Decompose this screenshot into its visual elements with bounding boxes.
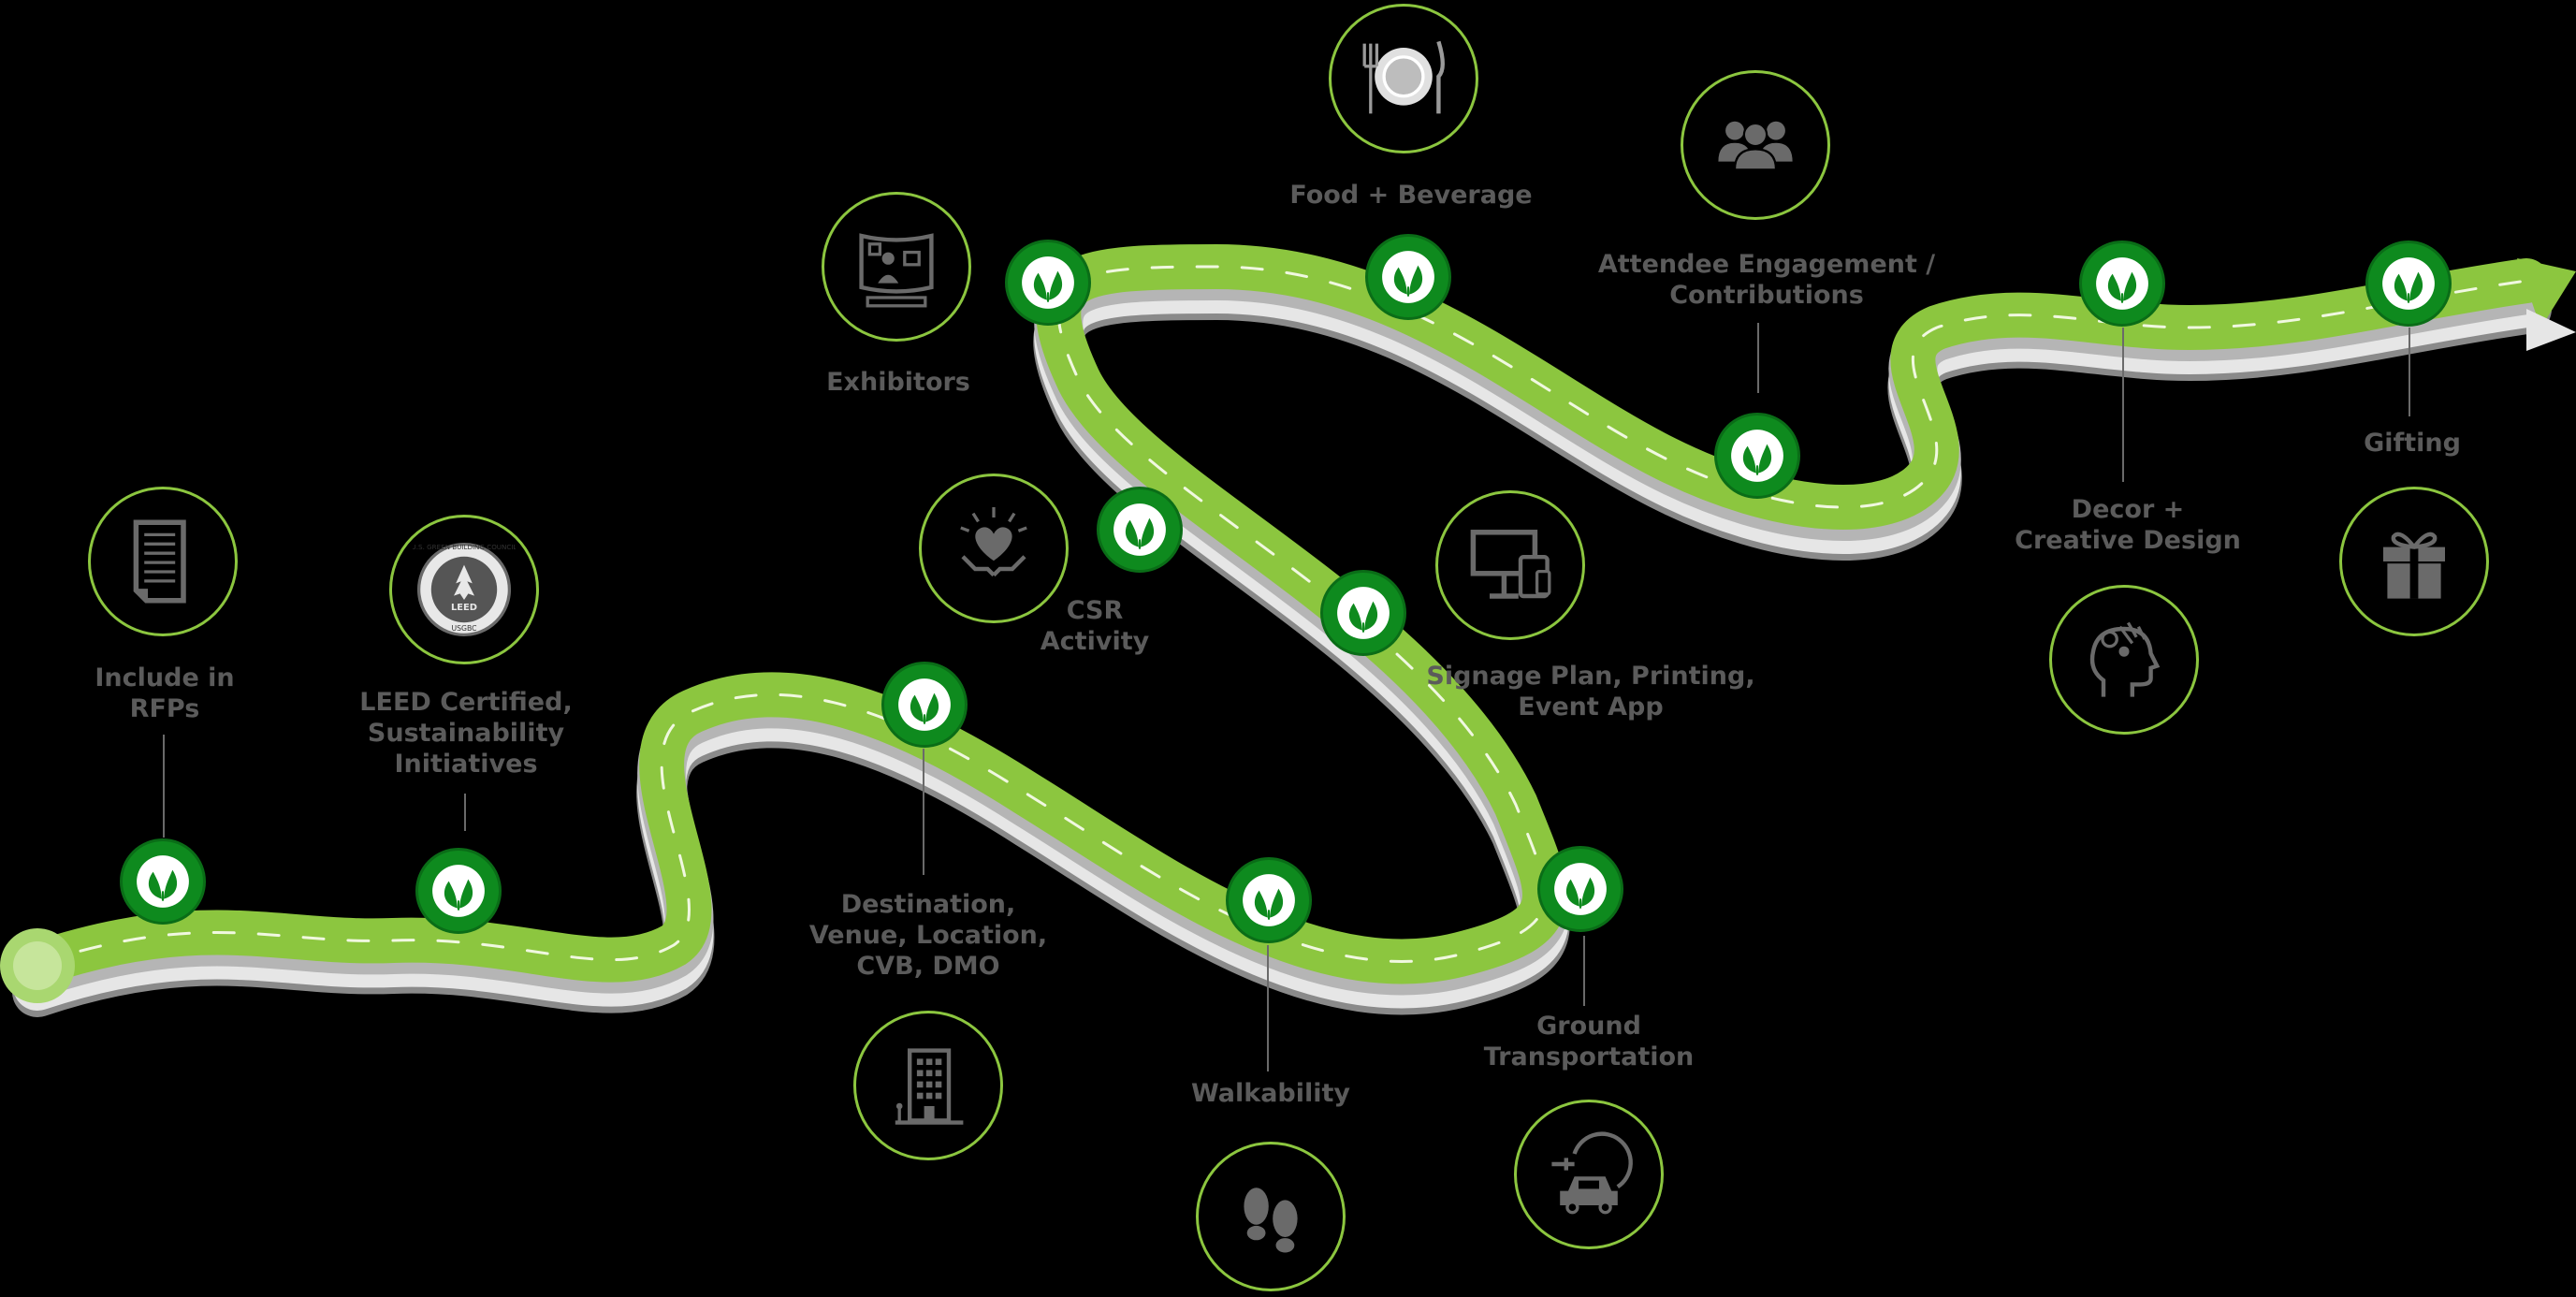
exhibit-booth-icon [859,233,934,308]
step-exhibitors-label: Exhibitors [826,368,970,397]
road-arrowhead [2517,258,2576,351]
road-arrowhead-side [2526,309,2576,351]
step-walkability-circle [1196,1142,1346,1291]
building-icon [895,1048,964,1125]
leaf-marker [1537,846,1623,932]
heart-hands-icon [960,507,1027,577]
step-ground-label: Ground Transportation [1483,1012,1695,1071]
leaf-marker [1097,487,1183,573]
leaf-marker [120,838,206,925]
step-decor-label: Decor + Creative Design [2015,495,2241,555]
step-attendee-circle [1681,70,1830,220]
leaf-marker [2079,240,2165,327]
step-include-rfps-circle [88,487,238,636]
connector-line [2122,328,2124,482]
leaf-marker [1714,413,1800,499]
leaf-marker [415,848,502,934]
connector-line [163,735,165,838]
footprints-icon [1244,1188,1298,1253]
connector-line [923,749,924,875]
leaf-icon [1022,256,1074,309]
usgbc-leed-icon: U.S. GREEN BUILDING COUNCIL LEED USGBC [413,542,516,637]
step-attendee-label: Attendee Engagement / Contributions [1597,250,1936,310]
step-destination-circle [853,1011,1003,1160]
step-signage-label: Signage Plan, Printing, Event App [1426,662,1755,721]
step-food-label: Food + Beverage [1289,181,1533,210]
step-leed-label: LEED Certified, Sustainability Initiativ… [359,688,573,779]
step-gifting-label: Gifting [2364,429,2461,458]
leaf-marker [1365,234,1451,320]
connector-line [1583,936,1585,1006]
gift-icon [2383,532,2445,599]
step-include-rfps-label: Include in RFPs [95,663,235,723]
step-csr-label: CSR Activity [1040,596,1150,656]
step-decor-circle [2049,585,2199,735]
leaf-icon [1554,863,1607,915]
plate-utensils-icon [1362,40,1445,114]
step-walkability-label: Walkability [1190,1079,1351,1108]
step-ground-circle [1514,1100,1664,1249]
leaf-icon [1243,874,1295,926]
people-group-icon [1718,121,1793,171]
leaf-icon [1731,430,1783,482]
creative-head-icon [2089,621,2161,697]
leaf-marker [1005,240,1091,326]
step-destination-label: Destination, Venue, Location, CVB, DMO [808,890,1048,981]
leaf-marker [1226,857,1312,943]
seal-bottom-text: USGBC [452,624,477,633]
step-leed-circle: U.S. GREEN BUILDING COUNCIL LEED USGBC [389,515,539,664]
document-icon [133,519,186,604]
electric-car-icon [1551,1131,1633,1215]
leaf-icon [2096,257,2148,310]
leaf-icon [1382,251,1434,303]
connector-line [464,794,466,831]
leaf-icon [1337,587,1390,639]
leaf-marker [881,662,968,748]
step-food-circle [1329,4,1478,153]
monitor-devices-icon [1470,530,1551,599]
step-exhibitors-circle [822,192,971,342]
leaf-icon [1113,503,1166,556]
leaf-icon [2382,257,2435,310]
step-signage-circle [1435,490,1585,640]
leaf-icon [432,865,485,917]
leaf-icon [137,855,189,908]
connector-line [2409,328,2410,416]
seal-ring-text: U.S. GREEN BUILDING COUNCIL [413,543,516,551]
start-node-inner [13,941,62,990]
leaf-icon [898,678,951,731]
seal-center-text: LEED [451,603,477,613]
connector-line [1267,945,1269,1071]
step-csr-circle [919,474,1069,623]
step-gifting-circle [2339,487,2489,636]
connector-line [1757,323,1759,393]
leaf-marker [2365,240,2452,327]
leaf-marker [1320,570,1406,656]
